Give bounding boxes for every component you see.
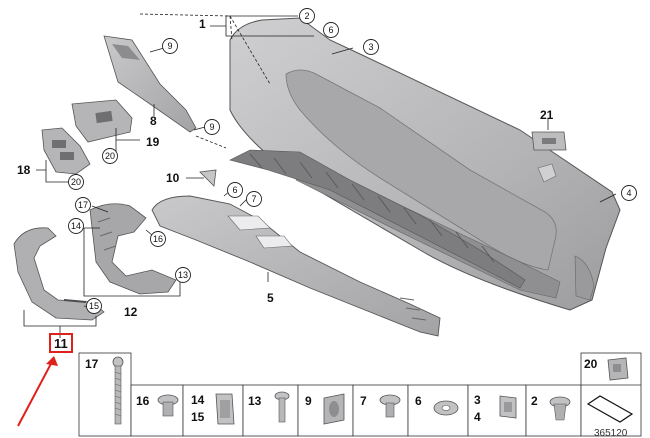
- legend-number-cell-20: 20: [584, 357, 598, 371]
- screw-long-icon: [112, 356, 124, 425]
- highlight-arrow: [17, 357, 55, 427]
- legend-number-cell-14-15-top: 14: [191, 393, 205, 407]
- part-5-armrest: [151, 195, 441, 337]
- part-8-trim: [103, 35, 197, 133]
- clip-nut-16-icon: [157, 394, 179, 417]
- legend-number-cell-17: 17: [85, 357, 99, 371]
- highlight-arrowhead: [46, 356, 58, 366]
- dashed-leader-9: [195, 135, 227, 149]
- part-11-trim-frame: [13, 227, 105, 321]
- part-label-p1: 1: [199, 17, 206, 31]
- callout-circle-p20a: [102, 148, 118, 164]
- part-label-p8: 8: [150, 114, 157, 128]
- callout-number-p3: 3: [368, 42, 373, 52]
- part-18-switch-panel: [41, 127, 91, 175]
- callout-number-p17: 17: [78, 200, 88, 210]
- callout-circle-p2: [299, 8, 315, 24]
- legend-number-cell-3-4-top: 3: [474, 393, 481, 407]
- part-label-p19: 19: [146, 135, 160, 149]
- callout-number-p20a: 20: [105, 151, 115, 161]
- door-trim-panel: [229, 17, 621, 311]
- legend-number-cell-3-4-bottom: 4: [474, 410, 481, 424]
- callout-number-p16: 16: [153, 234, 163, 244]
- part-21-clip: [531, 131, 567, 151]
- part-label-p12: 12: [124, 305, 138, 319]
- callout-number-p14: 14: [71, 221, 81, 231]
- part-label-p18: 18: [17, 163, 31, 177]
- catalog-number: 365120: [594, 428, 628, 438]
- cover-9-icon: [323, 393, 345, 425]
- callout-circle-p7: [246, 191, 262, 207]
- part-10-piece: [199, 169, 217, 187]
- fastener-legend: [78, 352, 642, 437]
- part-12-bracket: [89, 203, 177, 295]
- callout-number-p9a: 9: [167, 41, 172, 51]
- callout-circle-p9b: [204, 119, 220, 135]
- push-clip-2-icon: [549, 396, 571, 421]
- callout-circle-p13: [175, 267, 191, 283]
- legend-cell-2: [525, 384, 582, 437]
- legend-number-cell-2: 2: [531, 394, 538, 408]
- callout-circle-p3: [363, 39, 379, 55]
- callout-circle-p4: [621, 185, 637, 201]
- part-label-p11-highlighted: 11: [54, 336, 68, 351]
- callout-number-p15: 15: [89, 301, 99, 311]
- callout-number-p2: 2: [304, 11, 309, 21]
- part-label-p10: 10: [166, 171, 180, 185]
- legend-number-cell-14-15-bottom: 15: [191, 410, 205, 424]
- part-label-p21: 21: [540, 108, 554, 122]
- legend-number-cell-16: 16: [136, 394, 150, 408]
- part-label-p5: 5: [267, 291, 274, 305]
- callout-circle-p17: [75, 197, 91, 213]
- callout-number-p6a: 6: [328, 25, 333, 35]
- callout-number-p7: 7: [251, 194, 256, 204]
- callout-number-p6b: 6: [232, 185, 237, 195]
- legend-cell-7: [352, 384, 409, 437]
- legend-number-cell-9: 9: [305, 394, 312, 408]
- callout-number-p4: 4: [626, 188, 631, 198]
- callout-circle-p16: [150, 231, 166, 247]
- callout-circle-p14: [68, 218, 84, 234]
- legend-cell-16: [130, 384, 184, 437]
- legend-cell-13: [242, 384, 299, 437]
- callout-number-p13: 13: [178, 270, 188, 280]
- clip-14-15-icon: [215, 393, 235, 425]
- callout-circle-p20b: [68, 174, 84, 190]
- callout-circle-p9a: [162, 38, 178, 54]
- legend-number-cell-13: 13: [248, 394, 262, 408]
- leader-lines: [23, 15, 617, 338]
- callout-circle-p6b: [227, 182, 243, 198]
- legend-number-cell-7: 7: [360, 394, 367, 408]
- washer-6-icon: [433, 400, 459, 416]
- callout-number-p20b: 20: [71, 177, 81, 187]
- callout-number-p9b: 9: [209, 122, 214, 132]
- clip-3-4-icon: [499, 395, 517, 419]
- part-19-switch-panel: [71, 99, 133, 143]
- expanding-rivet-7-icon: [379, 394, 401, 418]
- legend-number-cell-6: 6: [415, 394, 422, 408]
- callout-circle-p6a: [323, 22, 339, 38]
- bracket-arrow-icon: [586, 395, 634, 423]
- highlight-box: [49, 333, 73, 353]
- callout-circle-p15: [86, 298, 102, 314]
- screw-13-icon: [274, 391, 290, 423]
- clip-20-icon: [607, 357, 629, 381]
